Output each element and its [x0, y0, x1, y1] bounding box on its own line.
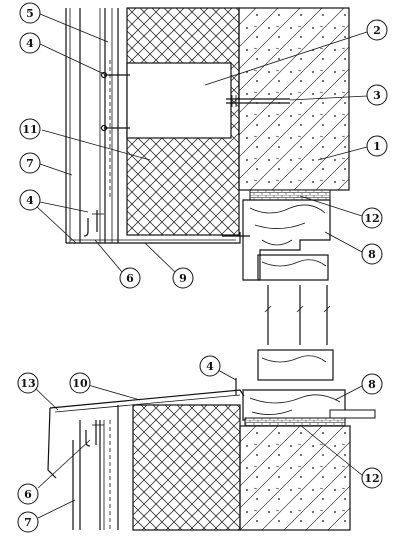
callout-1-number: 1 [373, 140, 381, 153]
bracket-block [126, 62, 232, 139]
concrete-wall-lower [239, 425, 351, 531]
seal-strip-upper [249, 189, 331, 201]
window-frame-upper [242, 199, 331, 281]
callout-11: 11 [19, 118, 151, 161]
callout-8-top-number: 8 [368, 248, 376, 261]
anchor-bolt [226, 95, 290, 107]
callout-4-top: 4 [19, 32, 105, 75]
callout-4-lower-number: 4 [206, 360, 214, 373]
callout-4-middle-number: 4 [26, 194, 34, 207]
callout-8-top: 8 [324, 231, 383, 265]
insulation-lower [132, 404, 241, 531]
window-sill-flashing [47, 389, 245, 479]
callout-5: 5 [19, 2, 109, 43]
facade-cladding-lower [72, 405, 119, 530]
fixing-pins-upper [100, 71, 130, 132]
callout-5-number: 5 [26, 7, 34, 20]
callout-10: 10 [69, 372, 141, 401]
callout-9: 9 [144, 242, 194, 289]
callout-4-top-number: 4 [26, 37, 34, 50]
callout-13: 13 [17, 372, 59, 411]
seal-strip-lower [244, 417, 346, 427]
glazing-rods [264, 285, 331, 345]
fixing-clip-upper [83, 210, 104, 237]
callout-11-number: 11 [22, 123, 37, 136]
callout-6-lower: 6 [17, 439, 91, 505]
callout-12-lower: 12 [299, 424, 383, 489]
sill-board [329, 409, 376, 419]
callout-7-lower: 7 [17, 499, 76, 533]
callout-7-top-number: 7 [26, 157, 34, 170]
callout-8-lower-number: 8 [368, 378, 376, 391]
callout-2: 2 [204, 19, 388, 86]
callout-7-top: 7 [19, 152, 73, 176]
callout-8-lower: 8 [334, 373, 383, 401]
callout-12-top-number: 12 [364, 212, 379, 225]
callout-3: 3 [289, 84, 388, 106]
callout-2-number: 2 [373, 24, 381, 37]
fixing-clip-lower [85, 420, 104, 447]
callout-12-top: 12 [299, 195, 383, 229]
callout-6-lower-number: 6 [24, 488, 32, 501]
callout-6-top: 6 [94, 239, 141, 289]
callout-6-top-number: 6 [126, 272, 134, 285]
callout-7-lower-number: 7 [24, 516, 32, 529]
callout-9-number: 9 [179, 272, 187, 285]
bottom-flashing [66, 232, 250, 244]
callout-3-number: 3 [373, 89, 381, 102]
callout-1: 1 [317, 135, 388, 161]
callout-4-middle: 4 [19, 189, 89, 244]
callout-10-number: 10 [72, 377, 88, 390]
facade-cladding-upper [65, 8, 119, 243]
callout-4-lower: 4 [199, 355, 237, 381]
callout-13-number: 13 [20, 377, 35, 390]
callout-12-lower-number: 12 [364, 472, 379, 485]
